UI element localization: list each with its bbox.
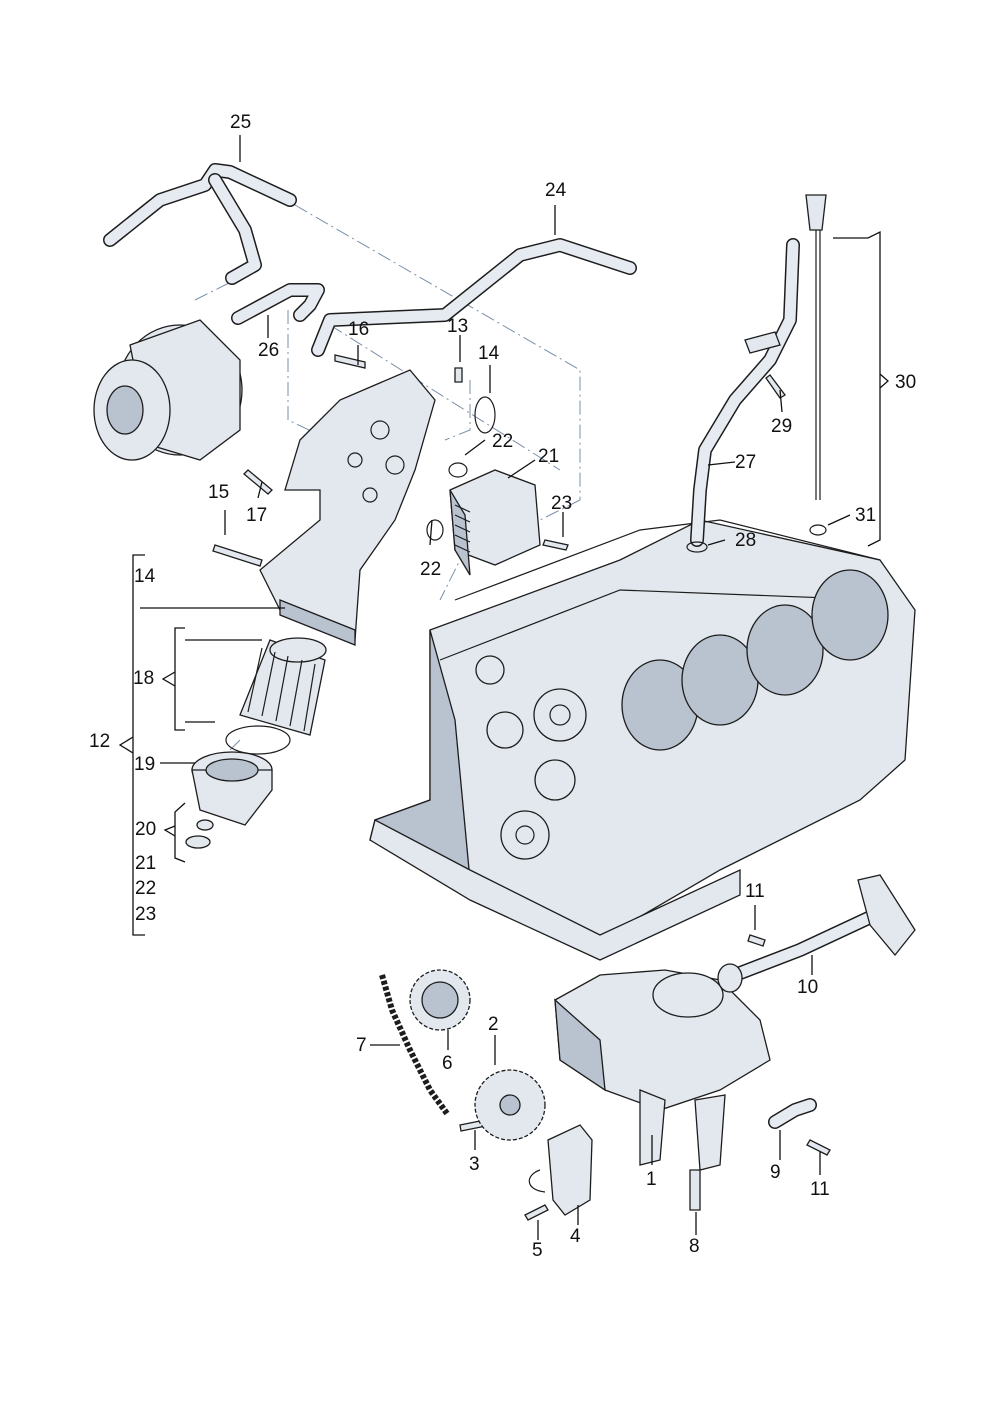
seals	[225, 396, 496, 755]
callout-labels: 25 24 26 16 13 14 22 21 23 22 15 17 27 2…	[89, 112, 916, 1261]
dipstick-guide-tube	[686, 238, 800, 553]
hose-26	[231, 283, 325, 325]
breather-hose-25	[103, 163, 297, 285]
callout-28: 28	[735, 530, 756, 551]
connecting-pipe	[768, 1098, 817, 1129]
callout-12: 12	[89, 731, 110, 752]
callout-17: 17	[246, 505, 267, 526]
cylinder-bores	[621, 569, 889, 751]
filter-cap	[191, 751, 273, 826]
callout-29: 29	[771, 416, 792, 437]
breather-pipe-24	[311, 238, 637, 357]
suction-pipe	[717, 874, 916, 993]
cooler-fins	[454, 504, 471, 553]
oil-cooler	[449, 469, 541, 576]
oil-pump	[554, 969, 771, 1171]
callout-26: 26	[258, 340, 279, 361]
callout-2: 2	[488, 1014, 499, 1035]
callout-11a: 11	[745, 881, 765, 902]
callout-13: 13	[447, 316, 468, 337]
callout-18: 18	[133, 668, 154, 689]
filter-pleats	[247, 647, 316, 732]
callout-7: 7	[356, 1035, 367, 1056]
callout-25: 25	[230, 112, 251, 133]
callout-11b: 11	[810, 1179, 830, 1200]
bracket-lines	[118, 230, 889, 936]
drain-plug-parts	[185, 819, 214, 849]
callout-6: 6	[442, 1053, 453, 1074]
dipstick	[805, 194, 827, 536]
alternator	[93, 319, 243, 461]
callout-10: 10	[797, 977, 818, 998]
callout-30: 30	[895, 372, 916, 393]
callout-20: 20	[135, 819, 156, 840]
callout-23b: 23	[135, 904, 156, 925]
chain-tensioner	[528, 1124, 593, 1216]
callout-1: 1	[646, 1169, 657, 1190]
timing-sprockets	[475, 655, 587, 860]
callout-31: 31	[855, 505, 876, 526]
oil-filter-housing	[259, 369, 436, 646]
callout-21a: 21	[538, 446, 559, 467]
oil-filter-element	[239, 637, 327, 736]
callout-5: 5	[532, 1240, 543, 1261]
leader-lines	[224, 135, 851, 1240]
callout-3: 3	[469, 1154, 480, 1175]
callout-4: 4	[570, 1226, 581, 1247]
callout-22a: 22	[492, 431, 513, 452]
callout-16: 16	[348, 319, 369, 340]
callout-22b: 22	[420, 559, 441, 580]
callout-15: 15	[208, 482, 229, 503]
engine-block	[369, 519, 916, 961]
callout-14a: 14	[478, 343, 500, 364]
callout-14b: 14	[134, 566, 156, 587]
callout-23a: 23	[551, 493, 572, 514]
chain-sprocket	[409, 969, 471, 1031]
callout-8: 8	[689, 1236, 700, 1257]
callout-24: 24	[545, 180, 567, 201]
drive-chain	[379, 974, 451, 1117]
oil-pump-sprocket	[474, 1069, 546, 1141]
callout-27: 27	[735, 452, 756, 473]
callout-19: 19	[134, 754, 155, 775]
callout-9: 9	[770, 1162, 781, 1183]
callout-21b: 21	[135, 853, 156, 874]
callout-22c: 22	[135, 878, 156, 899]
